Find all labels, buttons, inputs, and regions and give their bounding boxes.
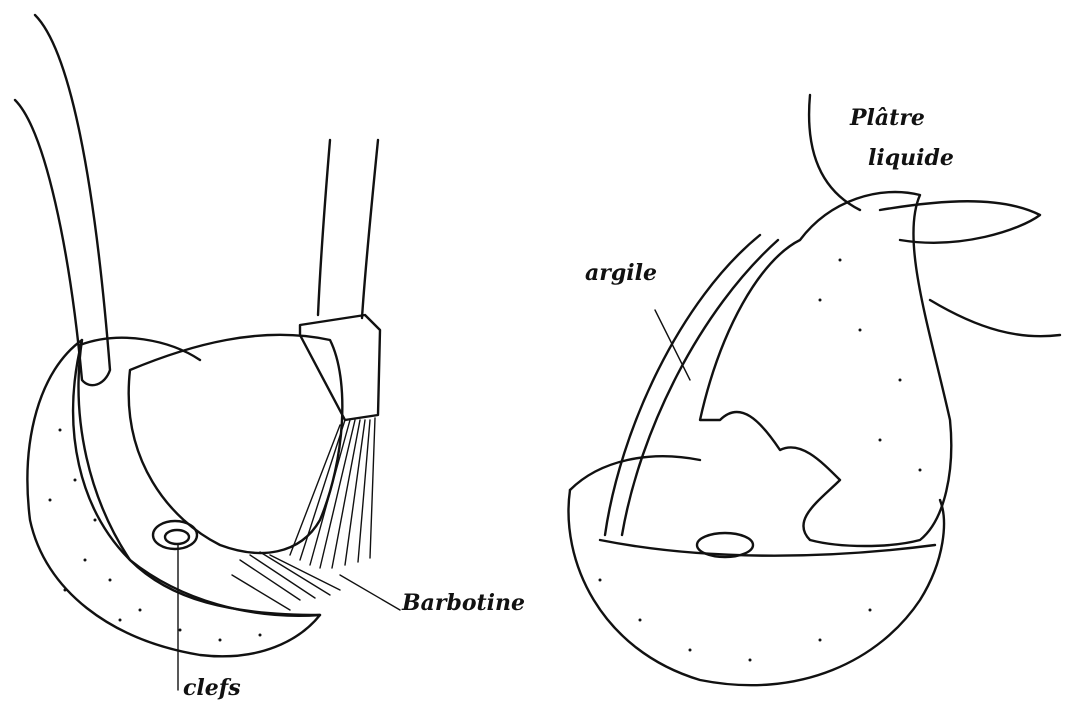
left-figure: clefs Barbotine (15, 15, 525, 701)
clay-model-cone (129, 335, 343, 553)
plaster-texture-dots-right (599, 259, 922, 662)
poured-plaster (700, 192, 951, 546)
mold-rim (79, 338, 320, 615)
barbotine-strokes (232, 552, 340, 610)
label-barbotine: Barbotine (401, 590, 525, 616)
right-figure: argile Plâtre liquide (569, 95, 1060, 685)
key-hole-inner (165, 530, 189, 544)
pouring-vessel (809, 95, 1060, 336)
plaster-half-mold (27, 340, 320, 656)
brush-handle (318, 140, 378, 318)
barbotine-leader-line (340, 575, 400, 610)
label-liquide: liquide (868, 145, 954, 171)
wooden-tool-handle (15, 15, 110, 385)
brush-bristles (290, 418, 375, 568)
label-platre: Plâtre (849, 105, 925, 131)
plaster-texture-dots (49, 429, 262, 642)
label-clefs: clefs (183, 675, 241, 701)
label-argile: argile (585, 260, 657, 286)
